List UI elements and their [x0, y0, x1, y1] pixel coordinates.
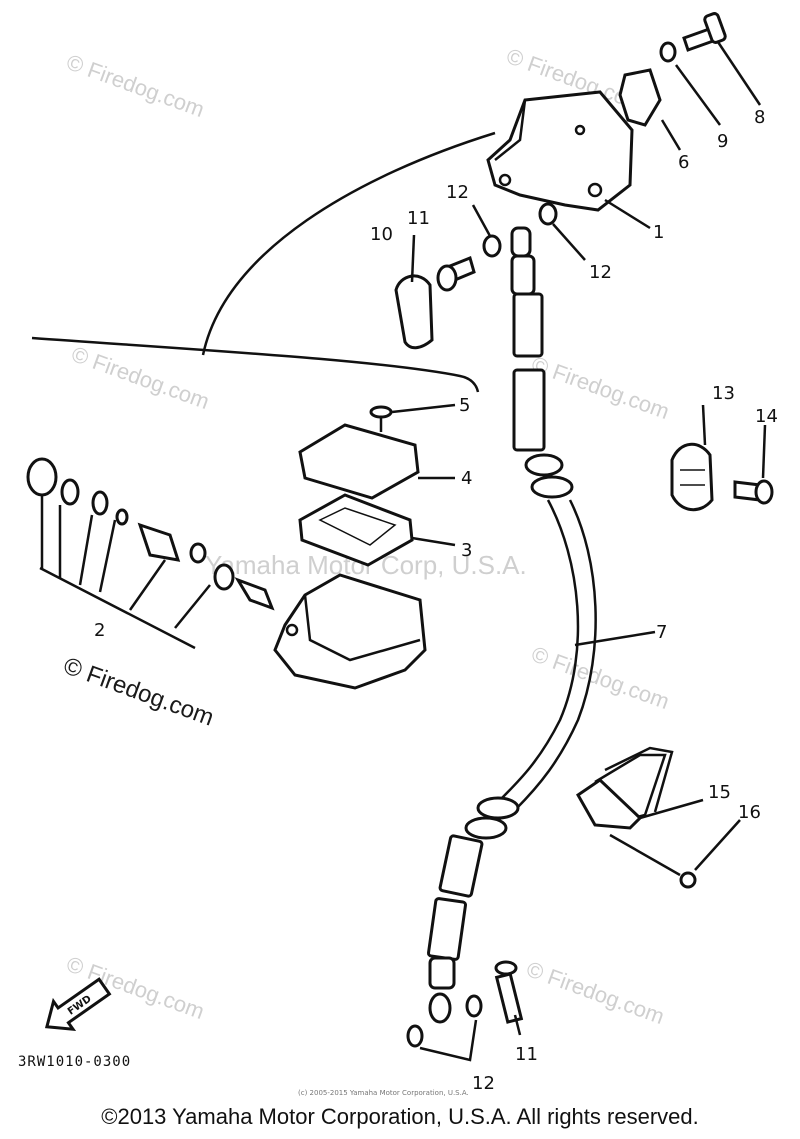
leader-line — [761, 424, 767, 479]
callout-11: 11 — [515, 1044, 538, 1065]
leader-line — [694, 819, 741, 871]
callout-1: 1 — [653, 222, 664, 243]
leader-line — [552, 223, 586, 261]
part-8-bolt — [682, 12, 727, 52]
leader-line — [410, 234, 416, 283]
callout-6: 6 — [678, 152, 689, 173]
part-15-guide — [576, 746, 674, 830]
callout-16: 16 — [738, 802, 761, 823]
handlebar-outline — [201, 131, 496, 356]
callout-12: 12 — [472, 1073, 495, 1094]
callout-7: 7 — [656, 622, 667, 643]
part-11-bolt — [494, 960, 524, 1024]
part-14-bolt — [733, 479, 774, 505]
part-5-screw — [369, 405, 393, 432]
part-2-piston-kit — [26, 457, 275, 650]
copyright-footer: ©2013 Yamaha Motor Corporation, U.S.A. A… — [101, 1104, 699, 1129]
watermark-firedog: © Firedog.com — [528, 351, 672, 424]
watermark-firedog: © Firedog.com — [63, 49, 207, 122]
leader-line — [574, 630, 656, 647]
callout-4: 4 — [461, 468, 472, 489]
part-9-washer — [659, 41, 677, 63]
part-10-cover — [394, 274, 434, 350]
part-16-screw — [609, 833, 697, 889]
leader-line — [604, 198, 651, 230]
watermark-firedog: © Firedog.com — [68, 341, 212, 414]
leader-line — [391, 403, 456, 414]
part-6-clamp — [618, 68, 662, 127]
callout-5: 5 — [459, 395, 470, 416]
diagram-code: 3RW1010-0300 — [18, 1054, 131, 1070]
watermark-firedog: © Firedog.com — [523, 956, 667, 1029]
callout-13: 13 — [712, 383, 735, 404]
part-7-brake-hose — [426, 226, 597, 1024]
callout-12: 12 — [589, 262, 612, 283]
callout-12: 12 — [446, 182, 469, 203]
leader-line — [513, 1014, 522, 1036]
handlebar-outline — [31, 336, 480, 393]
callout-9: 9 — [717, 131, 728, 152]
callout-8: 8 — [754, 107, 765, 128]
fwd-arrow-icon: FWD — [44, 977, 112, 1032]
leader-line — [419, 1019, 478, 1062]
watermark-firedog-dark: © Firedog.com — [60, 652, 217, 731]
callout-2: 2 — [94, 620, 105, 641]
callout-3: 3 — [461, 540, 472, 561]
part-12-washer — [482, 234, 502, 258]
leader-line — [411, 536, 456, 547]
callout-11: 11 — [407, 208, 430, 229]
leader-line — [674, 64, 722, 126]
small-copyright: (c) 2005-2015 Yamaha Motor Corporation, … — [298, 1089, 469, 1097]
leader-line — [471, 204, 492, 237]
leader-line — [701, 404, 707, 446]
master-cylinder — [273, 573, 427, 690]
part-12-washer — [465, 994, 483, 1018]
leader-line — [660, 119, 682, 151]
part-11-bolt — [436, 255, 476, 292]
part-1-bracket — [486, 90, 634, 212]
part-4-cap — [298, 423, 420, 500]
callout-14: 14 — [755, 406, 778, 427]
callout-10: 10 — [370, 224, 393, 245]
leader-line — [716, 41, 762, 106]
part-3-diaphragm — [298, 493, 414, 567]
leader-line — [639, 798, 704, 820]
part-12-washer — [538, 202, 558, 226]
part-13-clip — [670, 442, 714, 511]
part-12-washer — [406, 1024, 424, 1048]
watermark-firedog: © Firedog.com — [528, 641, 672, 714]
callout-15: 15 — [708, 782, 731, 803]
